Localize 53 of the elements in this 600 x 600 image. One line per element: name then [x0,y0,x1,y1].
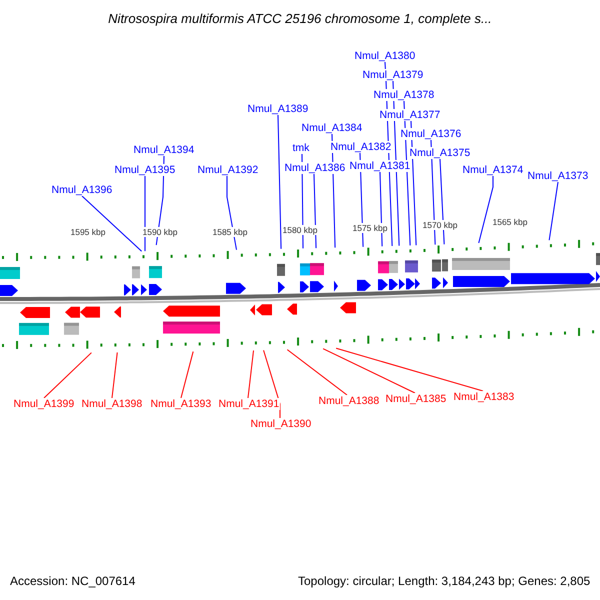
leader-line [180,351,194,398]
leader-line [112,352,118,398]
accession-text: Accession: NC_007614 [10,574,136,588]
gene-label: Nmul_A1378 [372,89,436,101]
leader-line [314,174,317,249]
gene-label: Nmul_A1381 [348,160,412,172]
leader-line [286,349,348,396]
leader-line [380,172,383,247]
gene-label: Nmul_A1394 [132,144,196,156]
gene-label: Nmul_A1383 [452,391,516,403]
gene-label: tmk [292,142,310,154]
scale-label: 1580 kbp [282,225,318,235]
scale-label: 1595 kbp [70,227,106,237]
leader-line [44,352,92,398]
gene-label: Nmul_A1392 [196,164,260,176]
leader-line [336,348,484,392]
gene-label: Nmul_A1374 [462,164,524,176]
gene-label: Nmul_A1380 [354,50,416,62]
scale-label: 1590 kbp [142,227,178,237]
leader-line [322,348,416,394]
gene-label: Nmul_A1379 [362,69,424,81]
gene-label: Nmul_A1375 [408,147,472,159]
leader-line [144,176,146,252]
gene-label: Nmul_A1399 [12,398,76,410]
gene-label: Nmul_A1393 [150,398,212,410]
gene-label: Nmul_A1390 [250,418,312,430]
scale-label: 1570 kbp [422,220,458,230]
scale-label: 1585 kbp [212,227,248,237]
gene-label: Nmul_A1382 [330,141,392,153]
gene-label: Nmul_A1385 [384,393,448,405]
leader-line [440,158,445,245]
gene-label: Nmul_A1376 [400,128,462,140]
gene-label: Nmul_A1377 [378,109,442,121]
genome-info-text: Topology: circular; Length: 3,184,243 bp; Genes: 2,805 [298,574,590,588]
leader-line [226,176,237,250]
leader-line [478,176,494,244]
map-title: Nitrosospira multiformis ATCC 25196 chromosome 1, complete s... [107,11,493,26]
gene-label: Nmul_A1391 [218,398,280,410]
leader-line [82,196,142,252]
leader-line [278,114,282,250]
gene-label: Nmul_A1395 [114,164,176,176]
leader-line [263,350,280,418]
gene-label: Nmul_A1389 [246,103,310,115]
leader-line [248,350,254,398]
gene-label: Nmul_A1388 [318,395,380,407]
gene-label: Nmul_A1396 [50,184,114,196]
gene-label: Nmul_A1373 [526,170,590,182]
gene-label: Nmul_A1398 [80,398,144,410]
scale-label: 1565 kbp [492,217,528,227]
gene-label: Nmul_A1384 [300,122,364,134]
scale-label: 1575 kbp [352,223,388,233]
gene-label: Nmul_A1386 [284,162,346,174]
leader-line [548,182,558,241]
